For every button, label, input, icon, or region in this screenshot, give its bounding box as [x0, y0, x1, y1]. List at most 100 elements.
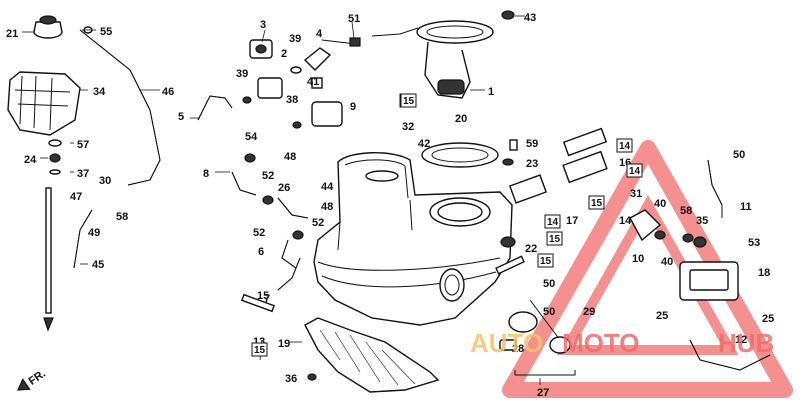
lower-shroud	[304, 317, 440, 393]
watermark-auto: AUTO	[470, 328, 543, 358]
callout-8: 8	[203, 168, 209, 180]
watermark-text: AUTO MOTO HUB	[470, 328, 774, 358]
callout-34: 34	[93, 86, 106, 98]
boxed-callout-frame	[251, 342, 268, 357]
callout-3: 3	[260, 19, 266, 31]
callout-39: 39	[289, 33, 301, 45]
bolt-36	[307, 373, 317, 381]
valve-assembly	[197, 37, 361, 129]
callout-20: 20	[455, 113, 467, 125]
callout-1: 1	[488, 86, 494, 98]
callout-26: 26	[278, 182, 290, 194]
callout-57: 57	[77, 139, 89, 151]
callout-40: 40	[661, 256, 673, 268]
boxed-labels: 151414151415151515	[251, 93, 643, 357]
callout-47: 47	[70, 191, 82, 203]
callout-23: 23	[526, 158, 538, 170]
callout-22: 22	[525, 243, 537, 255]
callout-7: 7	[264, 293, 270, 305]
callout-50: 50	[543, 306, 555, 318]
callout-27: 27	[537, 387, 549, 399]
pump-gasket	[421, 142, 499, 168]
tray	[7, 71, 81, 136]
callout-42: 42	[418, 138, 430, 150]
callout-59: 59	[526, 138, 538, 150]
boxed-callout-frame	[544, 214, 561, 229]
callout-17: 17	[566, 215, 578, 227]
callout-37: 37	[77, 168, 89, 180]
callout-46: 46	[162, 86, 174, 98]
callout-55: 55	[100, 26, 112, 38]
callout-51: 51	[348, 13, 360, 25]
callout-43: 43	[524, 12, 536, 24]
callout-5: 5	[178, 111, 184, 123]
drain-hose	[73, 209, 93, 269]
callout-14: 14	[619, 215, 632, 227]
callout-24: 24	[24, 154, 37, 166]
callout-52: 52	[262, 170, 274, 182]
rod	[45, 187, 52, 314]
callout-25: 25	[656, 310, 668, 322]
long-hose	[79, 29, 161, 186]
boxed-callout-15: 15	[540, 256, 552, 267]
callout-39: 39	[236, 68, 248, 80]
callout-52: 52	[253, 227, 265, 239]
right-components	[508, 127, 771, 371]
callout-48: 48	[321, 201, 333, 213]
filler-cap	[33, 15, 63, 39]
callout-35: 35	[696, 215, 708, 227]
callout-31: 31	[630, 188, 642, 200]
callout-21: 21	[6, 28, 18, 40]
callout-32: 32	[402, 121, 414, 133]
callout-9: 9	[350, 101, 356, 113]
callout-18: 18	[758, 267, 770, 279]
callout-40: 40	[654, 198, 666, 210]
callout-2: 2	[281, 48, 287, 60]
callout-50: 50	[543, 278, 555, 290]
boxed-callout-14: 14	[629, 166, 641, 177]
bolt-59	[509, 139, 518, 151]
callout-36: 36	[285, 373, 297, 385]
callout-50: 50	[733, 149, 745, 161]
front-arrow: FR.	[17, 368, 48, 391]
fuel-pump	[371, 20, 494, 99]
callout-38: 38	[286, 94, 298, 106]
callout-25: 25	[762, 313, 774, 325]
callout-54: 54	[245, 131, 258, 143]
boxed-callout-14: 14	[619, 141, 631, 152]
boxed-callout-frame	[626, 163, 643, 178]
callout-58: 58	[116, 211, 128, 223]
callout-19: 19	[278, 338, 290, 350]
callout-44: 44	[321, 181, 334, 193]
boxed-callout-frame	[616, 138, 633, 153]
callout-15: 15	[257, 290, 269, 302]
nut-43	[501, 10, 515, 20]
washer-23	[502, 158, 514, 166]
boxed-callout-frame	[537, 253, 554, 268]
callout-48: 48	[284, 151, 296, 163]
callout-4: 4	[316, 28, 323, 40]
boxed-callout-frame	[400, 93, 417, 108]
boxed-callout-15: 15	[254, 345, 266, 356]
callout-53: 53	[748, 237, 760, 249]
watermark-moto: MOTO	[562, 328, 640, 358]
fuel-sender	[499, 299, 576, 376]
callout-58: 58	[680, 205, 692, 217]
boxed-callout-15: 15	[591, 198, 603, 209]
callout-29: 29	[583, 306, 595, 318]
boxed-callout-15: 15	[549, 234, 561, 245]
callout-45: 45	[92, 259, 104, 271]
hose-set	[231, 153, 525, 313]
watermark-hub: HUB	[718, 328, 774, 358]
direction-label: FR.	[27, 368, 48, 388]
callout-49: 49	[88, 227, 100, 239]
fuel-tank	[313, 152, 513, 326]
callout-52: 52	[312, 217, 324, 229]
boxed-callout-14: 14	[547, 217, 559, 228]
boxed-callout-frame	[588, 195, 605, 210]
callout-30: 30	[99, 175, 111, 187]
boxed-callout-frame	[546, 231, 563, 246]
